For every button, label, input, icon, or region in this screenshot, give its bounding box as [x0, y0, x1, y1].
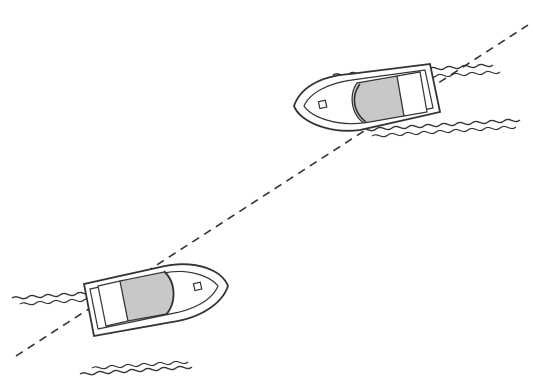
bow-hatch-lower	[193, 282, 201, 290]
boat-upper	[294, 64, 520, 137]
cockpit-lower	[120, 272, 173, 321]
wake-lower-bottom	[80, 366, 192, 374]
bow-hatch-upper	[318, 100, 326, 108]
boat-lower	[12, 264, 228, 374]
